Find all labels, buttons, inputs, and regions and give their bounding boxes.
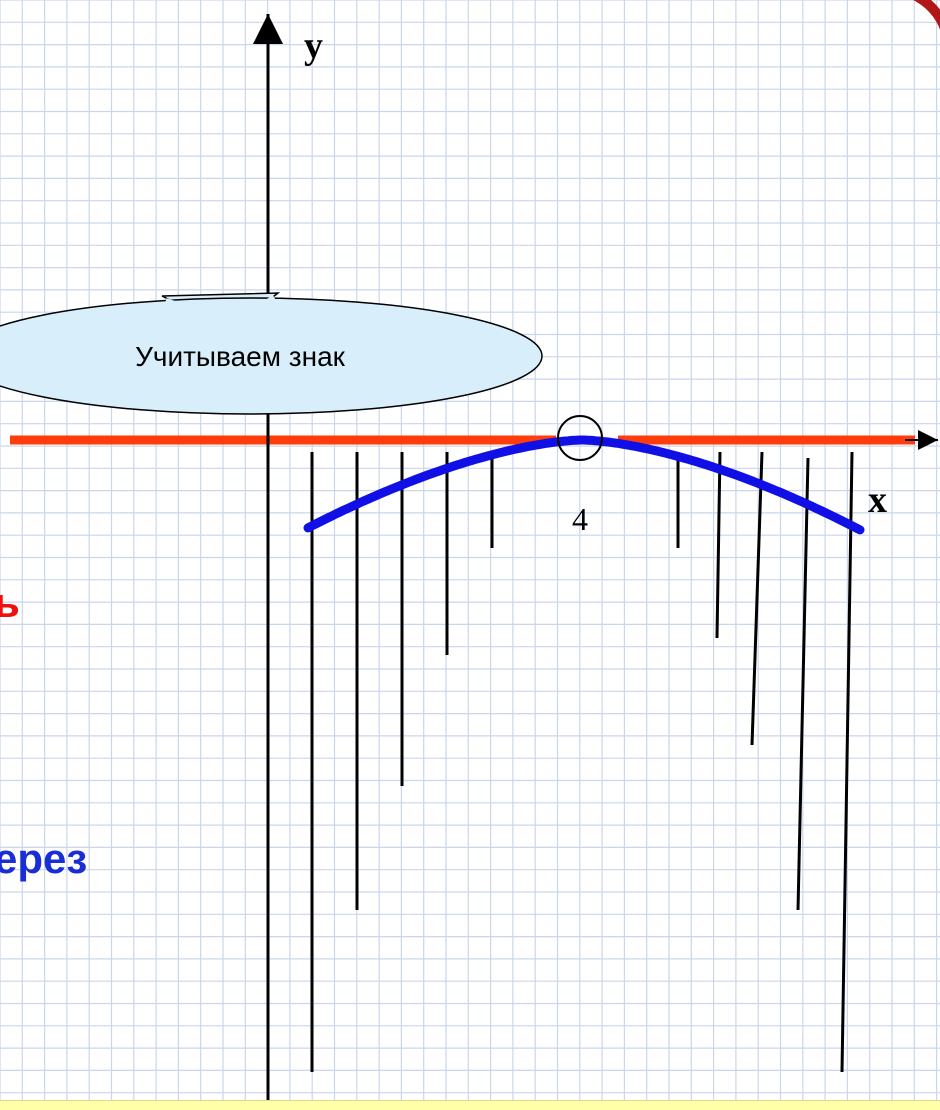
y-axis-label: у bbox=[304, 25, 323, 67]
parabola-curve bbox=[303, 435, 865, 535]
vertex-circle bbox=[557, 415, 603, 461]
callout-bubble: Учитываем знак bbox=[0, 292, 543, 415]
corner-arc-decoration bbox=[913, 0, 940, 30]
callout-text: Учитываем знак bbox=[135, 341, 346, 372]
hatch-line bbox=[750, 451, 764, 746]
cropped-text-fragment-top: ь bbox=[0, 579, 20, 626]
hatching bbox=[310, 451, 854, 1073]
hatch-line bbox=[715, 451, 722, 639]
hatch-line bbox=[796, 457, 810, 911]
x-axis-label: х bbox=[868, 479, 887, 521]
x-tick-label-4: 4 bbox=[572, 501, 588, 537]
hatch-line bbox=[840, 451, 854, 1073]
cropped-text-fragment-bottom: ерез bbox=[0, 835, 88, 882]
bottom-highlight-strip bbox=[0, 1100, 940, 1110]
